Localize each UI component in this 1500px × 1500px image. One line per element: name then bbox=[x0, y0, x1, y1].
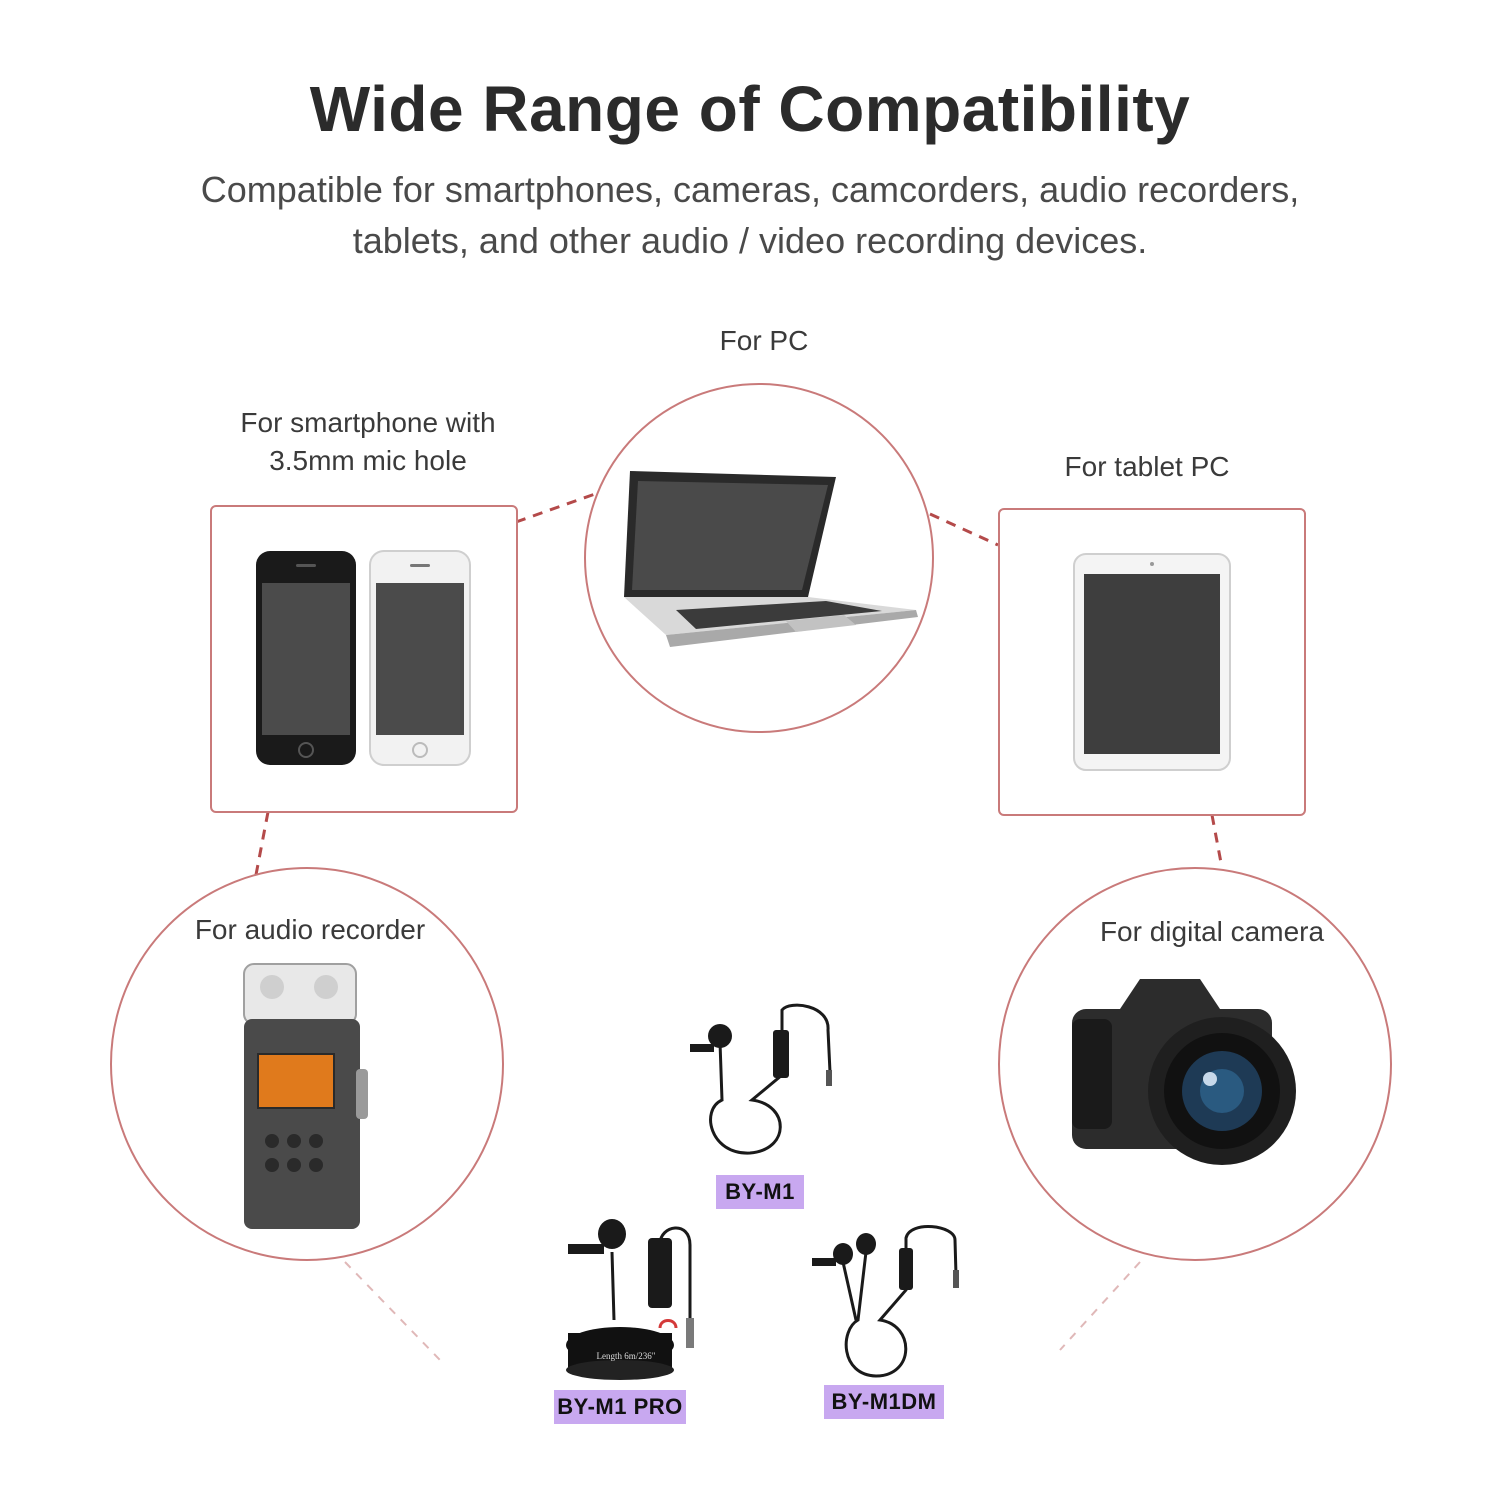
tablet-label: For tablet PC bbox=[1064, 451, 1230, 482]
by-m1-label: BY-M1 bbox=[716, 1175, 804, 1209]
pc-circle bbox=[584, 383, 934, 733]
page-title: Wide Range of Compatibility bbox=[309, 73, 1191, 145]
smartphone-label-line-1: For smartphone with bbox=[240, 407, 496, 438]
black-phone-icon bbox=[256, 551, 356, 765]
tablet-panel bbox=[998, 508, 1306, 816]
audio-recorder-circle: For audio recorder bbox=[110, 867, 504, 1261]
smartphone-label: For smartphone with 3.5mm mic hole bbox=[200, 404, 536, 480]
white-phone-icon bbox=[369, 550, 471, 766]
by-m1dm-label: BY-M1DM bbox=[824, 1385, 944, 1419]
audio-recorder-label: For audio recorder bbox=[194, 914, 426, 945]
page-subtitle: Compatible for smartphones, cameras, cam… bbox=[150, 164, 1350, 266]
smartphone-label-line-2: 3.5mm mic hole bbox=[269, 445, 467, 476]
subtitle-line-1: Compatible for smartphones, cameras, cam… bbox=[200, 169, 1300, 210]
by-m1-pro-label: BY-M1 PRO bbox=[554, 1390, 686, 1424]
audio-recorder-icon bbox=[243, 963, 368, 1229]
laptop-icon bbox=[624, 471, 918, 647]
by-m1-pro-cable-text: Length 6m/236" bbox=[596, 1351, 656, 1361]
camera-icon bbox=[1072, 979, 1296, 1165]
tablet-icon bbox=[1073, 553, 1231, 771]
digital-camera-circle: For digital camera bbox=[998, 867, 1392, 1261]
subtitle-line-2: tablets, and other audio / video recordi… bbox=[352, 220, 1148, 261]
smartphone-panel bbox=[210, 505, 518, 813]
pc-label: For PC bbox=[719, 325, 809, 356]
digital-camera-label: For digital camera bbox=[1099, 916, 1325, 947]
